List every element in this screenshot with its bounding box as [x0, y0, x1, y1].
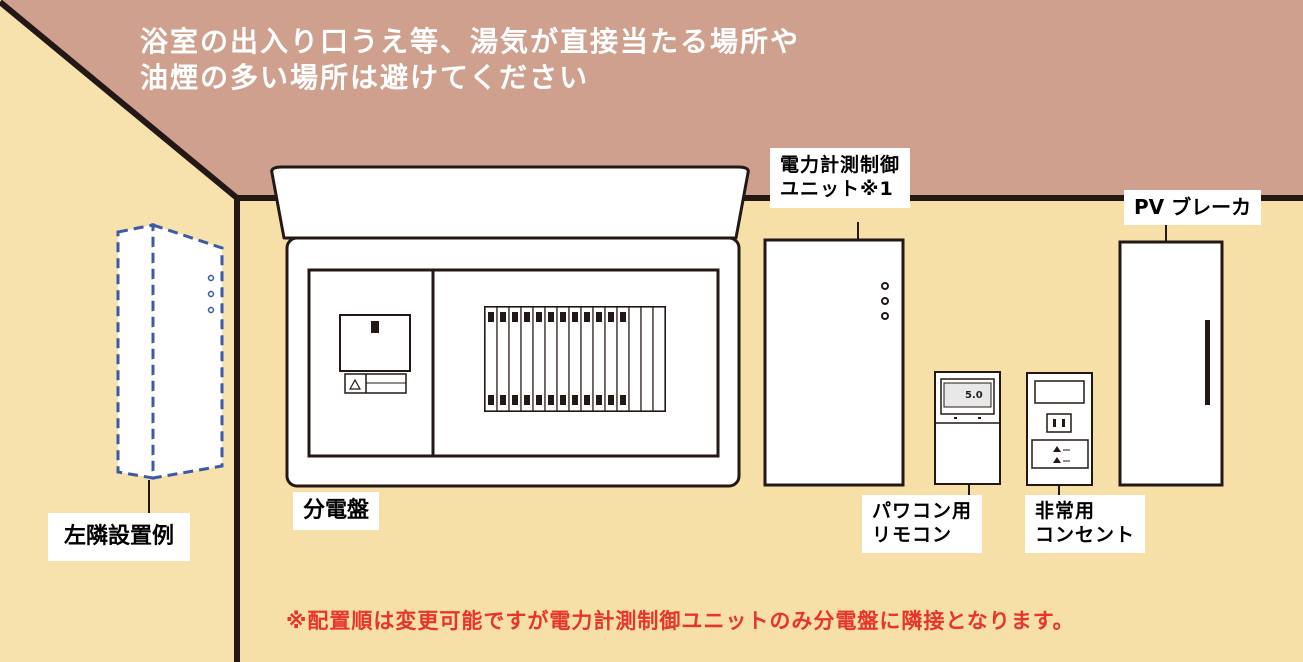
breaker-toggle: [488, 395, 494, 405]
emergency-outlet: [1026, 372, 1093, 497]
breaker-toggle: [512, 312, 518, 322]
breaker-toggle: [548, 395, 554, 405]
pv-breaker-label: PV ブレーカ: [1124, 190, 1262, 225]
breaker-toggle: [596, 312, 602, 322]
distribution-panel: [270, 165, 750, 488]
breaker-toggle: [608, 395, 614, 405]
breaker-toggle: [536, 395, 542, 405]
panel-label: 分電盤: [293, 492, 380, 530]
breaker-column: [640, 306, 654, 412]
breaker-toggle: [560, 312, 566, 322]
ceiling-corner-line: [0, 0, 239, 201]
breaker-toggle: [548, 312, 554, 322]
breaker-column: [628, 306, 642, 412]
breaker-toggle: [620, 395, 626, 405]
breaker-column: [652, 306, 666, 412]
breaker-toggle: [584, 312, 590, 322]
breaker-toggle: [572, 312, 578, 322]
breaker-toggle: [536, 312, 542, 322]
ceiling: [0, 0, 1303, 198]
emergency-outlet-label: 非常用 コンセント: [1025, 495, 1146, 553]
breaker-toggle: [608, 312, 614, 322]
breaker-toggle: [524, 395, 530, 405]
header-warning-note: 浴室の出入り口うえ等、湯気が直接当たる場所や 油煙の多い場所は避けてください: [140, 25, 801, 95]
remote-label: パワコン用 リモコン: [862, 495, 983, 553]
footer-note: ※配置順は変更可能ですが電力計測制御ユニットのみ分電盤に隣接となります。: [286, 609, 1075, 633]
left-example-unit: [116, 222, 224, 480]
breaker-toggle: [488, 312, 494, 322]
breaker-toggle: [620, 312, 626, 322]
meter-unit-label: 電力計測制御 ユニット※1: [770, 148, 911, 208]
breaker-toggle: [572, 395, 578, 405]
branch-breakers: [484, 306, 666, 412]
breaker-toggle: [512, 395, 518, 405]
pv-breaker: [1118, 225, 1224, 487]
left-example-label: 左隣設置例: [48, 513, 191, 561]
power-conditioner-remote: [934, 371, 1001, 497]
breaker-toggle: [500, 395, 506, 405]
breaker-toggle: [596, 395, 602, 405]
breaker-toggle: [584, 395, 590, 405]
remote-display-value: 5.0: [965, 390, 983, 401]
breaker-toggle: [524, 312, 530, 322]
breaker-toggle: [500, 312, 506, 322]
breaker-toggle: [560, 395, 566, 405]
meter-control-unit: [763, 222, 905, 487]
